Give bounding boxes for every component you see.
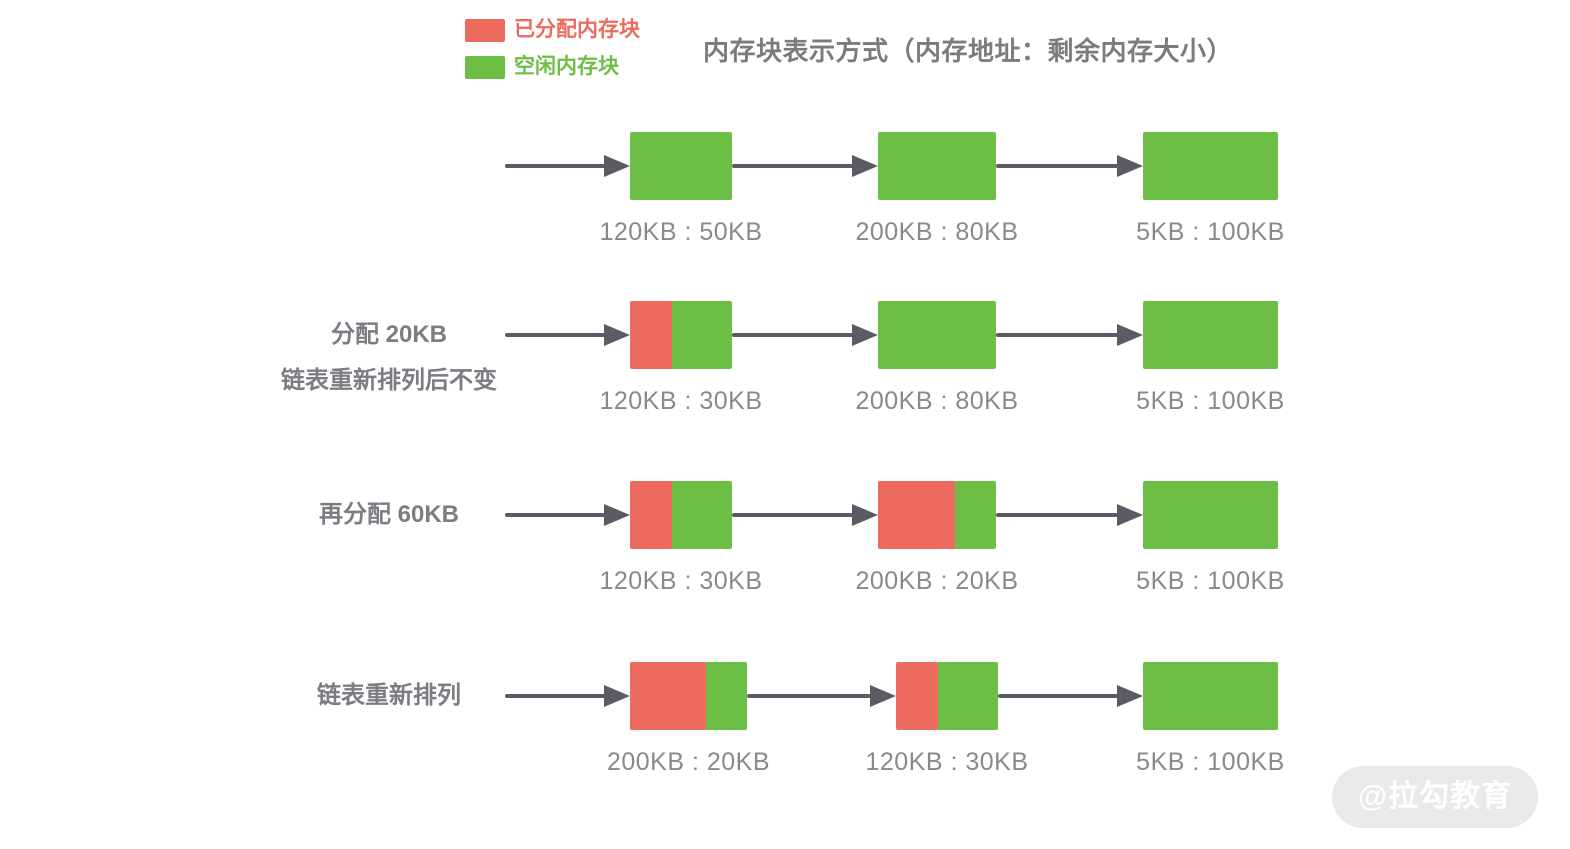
memory-block-label: 120KB : 30KB [599,567,763,595]
arrow-line [505,513,608,517]
row-label-line: 再分配 60KB [318,501,460,528]
memory-block [1143,481,1278,549]
memory-block-label: 120KB : 30KB [599,387,763,415]
arrow-head-icon [604,685,630,707]
arrow-head-icon [852,504,878,526]
memory-block-label: 120KB : 30KB [865,748,1029,776]
arrow-line [732,164,856,168]
allocated-segment [630,662,707,730]
free-block-swatch-icon [465,55,505,79]
arrow-line [996,513,1121,517]
arrow-line [505,164,608,168]
row-label-line: 链表重新排列后不变 [281,367,497,394]
memory-block [878,481,996,549]
memory-block [1143,662,1278,730]
memory-block [1143,301,1278,369]
free-segment [1143,481,1278,549]
free-segment [954,481,996,549]
arrow-line [747,694,874,698]
free-segment [878,132,996,200]
allocated-segment [878,481,955,549]
legend-item-allocated: 已分配内存块 [465,18,640,42]
free-segment [1143,301,1278,369]
arrow-head-icon [1117,324,1143,346]
arrow-head-icon [870,685,896,707]
free-segment [1143,662,1278,730]
allocated-segment [630,301,672,369]
memory-block [896,662,998,730]
row-label-allocate-20kb: 分配 20KB 链表重新排列后不变 [263,312,515,404]
memory-block [630,662,747,730]
watermark: @拉勾教育 [1332,766,1538,828]
free-segment [1143,132,1278,200]
free-segment [937,662,998,730]
memory-block-label: 200KB : 80KB [855,218,1019,246]
arrow-head-icon [852,324,878,346]
arrow-head-icon [604,155,630,177]
arrow-head-icon [1117,504,1143,526]
memory-block-label: 200KB : 20KB [606,748,771,776]
legend-item-free: 空闲内存块 [465,55,619,79]
arrow-line [505,333,608,337]
row-label-allocate-60kb: 再分配 60KB [263,492,515,538]
memory-block [630,481,732,549]
memory-block-label: 200KB : 20KB [855,567,1019,595]
memory-block [878,132,996,200]
arrow-line [996,333,1121,337]
row-label-list-reordered: 链表重新排列 [263,673,515,719]
memory-block [630,132,732,200]
free-segment [671,301,732,369]
arrow-line [996,164,1121,168]
memory-block-label: 5KB : 100KB [1136,748,1285,776]
arrow-head-icon [1117,155,1143,177]
memory-block-label: 120KB : 50KB [599,218,763,246]
arrow-head-icon [604,324,630,346]
arrow-line [505,694,608,698]
arrow-head-icon [1117,685,1143,707]
memory-block [1143,132,1278,200]
arrow-head-icon [604,504,630,526]
legend-label-free: 空闲内存块 [514,55,619,78]
memory-block-label: 5KB : 100KB [1136,218,1285,246]
row-label-line: 分配 20KB [330,321,448,348]
arrow-line [732,333,856,337]
arrow-line [998,694,1121,698]
memory-block [878,301,996,369]
allocated-segment [896,662,938,730]
legend-label-allocated: 已分配内存块 [514,18,640,41]
arrow-head-icon [852,155,878,177]
allocated-block-swatch-icon [465,18,505,42]
memory-block [630,301,732,369]
row-label-line: 链表重新排列 [317,682,461,709]
free-segment [878,301,996,369]
diagram-title: 内存块表示方式（内存地址：剩余内存大小） [703,36,1234,66]
arrow-line [732,513,856,517]
free-segment [706,662,747,730]
memory-block-label: 200KB : 80KB [855,387,1019,415]
free-segment [630,132,732,200]
memory-block-label: 5KB : 100KB [1136,567,1285,595]
memory-block-label: 5KB : 100KB [1136,387,1285,415]
allocated-segment [630,481,672,549]
free-segment [671,481,732,549]
